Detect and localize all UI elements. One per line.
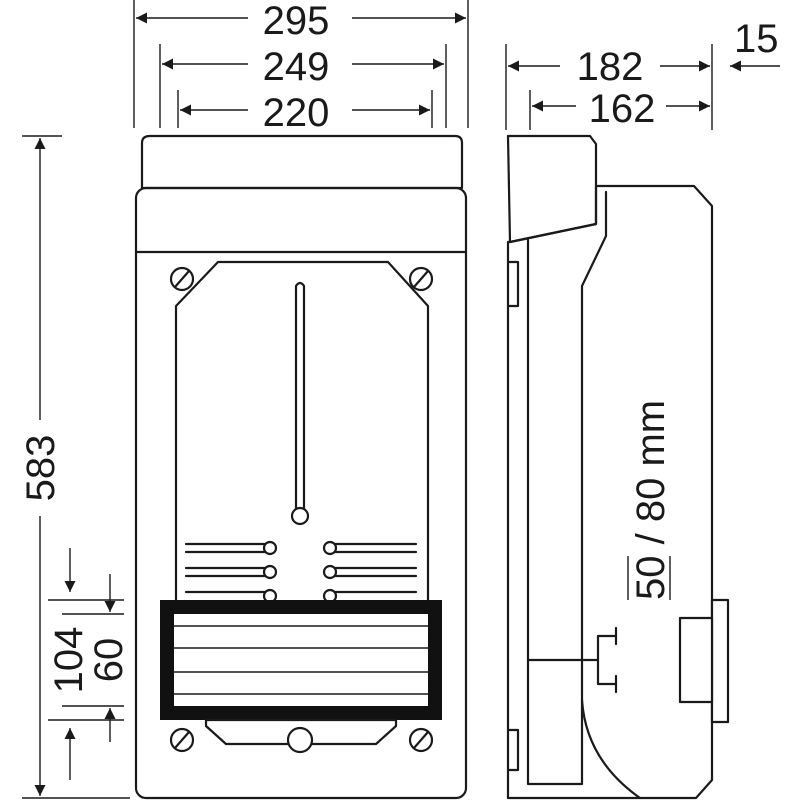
dim-104-label: 104 [47, 627, 91, 694]
side-label: 50 / 80 mm [627, 400, 673, 600]
screw-bottom-right [408, 727, 434, 753]
side-body [506, 184, 714, 800]
dim-182-label: 182 [577, 45, 644, 89]
side-label-rest: / 80 mm [629, 400, 673, 556]
dim-15-label: 15 [734, 17, 779, 61]
side-rail-bracket [526, 626, 618, 694]
center-slot-end [290, 506, 310, 526]
side-handle [710, 598, 730, 724]
side-label-text: 50 / 80 mm [629, 400, 673, 600]
dimension-lines: 295 249 220 182 162 15 583 [19, 0, 780, 799]
side-inner-curve [580, 698, 642, 800]
side-notch-top [506, 260, 520, 308]
dim-220-label: 220 [263, 91, 330, 135]
screw-top-left [169, 266, 195, 292]
front-body [134, 186, 468, 800]
terminal-window [160, 600, 442, 720]
side-notch-bottom [506, 728, 520, 772]
center-slot [294, 281, 306, 512]
side-view: 50 / 80 mm [506, 134, 730, 800]
side-inner-wall [526, 190, 608, 786]
dim-295-label: 295 [263, 0, 330, 43]
dim-60-label: 60 [87, 638, 131, 683]
bottom-plate [204, 718, 398, 746]
dim-249-label: 249 [263, 45, 330, 89]
screw-bottom-left [169, 727, 195, 753]
dim-583-label: 583 [19, 435, 63, 502]
front-view [134, 134, 468, 800]
side-handle-inner [678, 616, 714, 704]
side-label-overlined: 50 [629, 556, 673, 601]
bottom-knob [286, 726, 314, 754]
knockouts-right [322, 540, 418, 604]
dim-162-label: 162 [589, 87, 656, 131]
front-lid [140, 134, 464, 190]
knockouts-left [184, 540, 278, 604]
side-lid [506, 134, 598, 244]
screw-top-right [408, 266, 434, 292]
